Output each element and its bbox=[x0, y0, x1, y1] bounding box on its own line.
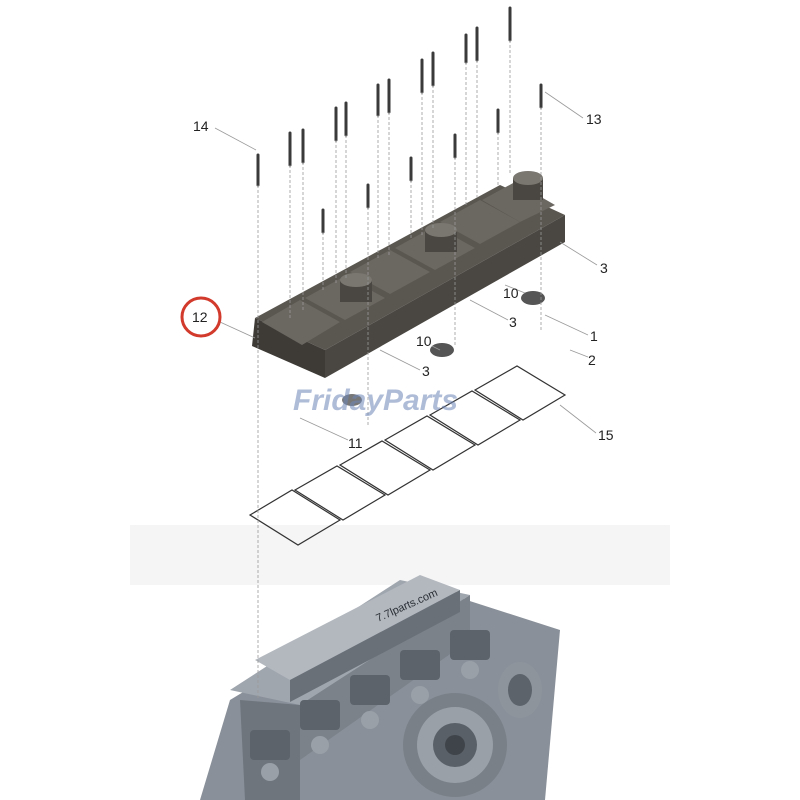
bolt-set bbox=[256, 6, 543, 234]
turbocharger bbox=[403, 662, 542, 797]
background-watermark-band bbox=[130, 525, 670, 585]
callout-13: 13 bbox=[586, 111, 602, 127]
alignment-lines bbox=[257, 40, 542, 700]
engine-block-illustration: 7.7lparts.com bbox=[200, 575, 560, 800]
leader-lines bbox=[214, 91, 598, 441]
gasket-2 bbox=[293, 465, 387, 521]
gasket-1 bbox=[248, 489, 342, 546]
callout-10-left: 10 bbox=[416, 333, 432, 349]
gasket-6 bbox=[473, 365, 567, 421]
gasket-3 bbox=[338, 440, 432, 496]
rocker-assemblies bbox=[250, 630, 490, 781]
callout-12-highlight-ring bbox=[180, 296, 222, 338]
valve-cover-assembly bbox=[252, 171, 565, 378]
callout-11: 11 bbox=[348, 435, 363, 451]
gasket-set bbox=[248, 365, 567, 546]
callout-labels: 14 13 3 10 3 1 12 10 2 3 11 15 bbox=[192, 111, 614, 451]
watermark-text: FridayParts bbox=[293, 384, 458, 417]
callout-3-top: 3 bbox=[600, 260, 608, 276]
callout-15: 15 bbox=[598, 427, 614, 443]
callout-1: 1 bbox=[590, 328, 598, 344]
callout-14: 14 bbox=[193, 118, 209, 134]
callout-12: 12 bbox=[192, 309, 208, 325]
gasket-5 bbox=[428, 390, 522, 446]
callout-3-middle: 3 bbox=[509, 314, 517, 330]
sensor-plates bbox=[342, 291, 545, 406]
callout-10-right: 10 bbox=[503, 285, 519, 301]
callout-3-bottom: 3 bbox=[422, 363, 430, 379]
callout-2: 2 bbox=[588, 352, 596, 368]
gasket-4 bbox=[383, 415, 477, 471]
